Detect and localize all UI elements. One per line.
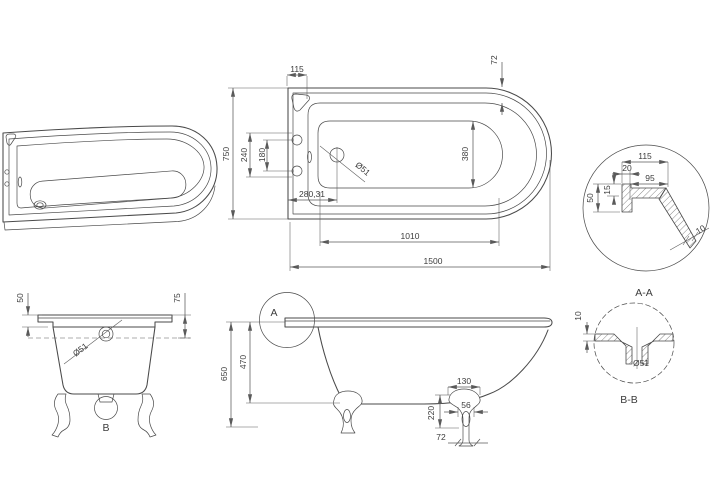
dim-drain-diameter: Ø51 (319, 145, 372, 183)
section-a-label: A-A (635, 287, 653, 299)
tub-rim-outer (2, 125, 218, 223)
end-foot-left (51, 393, 71, 438)
side-foot-front (333, 390, 363, 434)
dim-label-470: 470 (238, 355, 248, 369)
dim-a-50: 50 (585, 183, 620, 213)
dim-label-side-72: 72 (436, 432, 446, 442)
drain-hole-outer (33, 200, 47, 210)
dim-380: 380 (460, 121, 476, 188)
dim-label-130: 130 (457, 376, 471, 386)
side-body (317, 326, 549, 405)
tap-hole-2 (4, 181, 10, 187)
drain-section-left (594, 333, 633, 365)
dim-750: 750 (221, 87, 288, 220)
plan-view: 115 72 750 240 180 Ø51 (221, 55, 552, 271)
section-b-detail: 10 Ø51 B-B (573, 302, 675, 406)
end-elevation-view: Ø51 B 50 75 (15, 293, 191, 438)
side-rim (284, 317, 553, 328)
corner-ledge (5, 133, 17, 146)
dim-label-56: 56 (461, 400, 471, 410)
dim-label-1010: 1010 (401, 231, 420, 241)
drain-section-right (641, 333, 674, 365)
detail-marker-a-circle (259, 292, 315, 348)
detail-marker-a-label: A (270, 307, 277, 319)
detail-marker-b-label: B (102, 422, 109, 434)
dim-label-end-dia: Ø51 (71, 341, 90, 359)
dim-1500: 1500 (289, 160, 551, 271)
dim-label-115: 115 (290, 64, 304, 74)
dim-label-1500: 1500 (424, 256, 443, 266)
dim-a-15: 15 (602, 175, 621, 205)
dim-end-50: 50 (15, 293, 48, 337)
dim-label-280: 280,31 (299, 189, 325, 199)
foot-rear-hole (461, 411, 471, 427)
dim-end-75: 75 (171, 293, 191, 339)
plan-rim-inner (292, 92, 547, 215)
detail-marker-b-circle (94, 396, 118, 420)
overflow-hole (17, 176, 23, 188)
plan-overflow (307, 151, 312, 163)
section-a-detail: 115 20 95 15 50 (582, 144, 710, 299)
plan-basin-opening (307, 102, 537, 207)
dim-label-380: 380 (460, 147, 470, 161)
dim-label-180: 180 (257, 148, 267, 162)
plan-corner-ledge (291, 93, 310, 112)
end-rim-deck (37, 314, 173, 328)
dim-side-130: 130 (447, 376, 481, 395)
dim-72: 72 (489, 55, 505, 115)
section-b-label: B-B (620, 394, 638, 406)
dim-side-470: 470 (238, 322, 340, 404)
end-foot-right (137, 393, 157, 438)
end-body (52, 326, 156, 395)
detail-circle-a (582, 144, 710, 272)
dim-a-115: 115 (621, 151, 669, 187)
dim-a-95: 95 (629, 171, 668, 200)
dim-label-end-75: 75 (172, 293, 182, 303)
dim-side-650: 650 (219, 321, 285, 428)
dim-label-72: 72 (489, 55, 499, 65)
side-foot-rear (448, 388, 481, 447)
tub-basin-floor (29, 170, 187, 209)
overflow-leader (63, 319, 123, 365)
dim-side-56: 56 (444, 400, 488, 417)
dim-240: 240 (239, 132, 292, 178)
dim-180: 180 (257, 139, 294, 172)
dim-label-a10: 10 (694, 223, 707, 237)
tap-hole-1 (4, 169, 10, 175)
dim-1010: 1010 (319, 192, 500, 246)
dim-label-b-dia: Ø51 (633, 358, 649, 368)
dim-label-a15: 15 (602, 185, 612, 195)
detail-circle-b-dashed (593, 302, 675, 384)
isometric-view (2, 125, 218, 231)
foot-front-hole (343, 409, 351, 423)
dim-label-end-50: 50 (15, 293, 25, 303)
rim-profile-wall (658, 187, 697, 249)
dim-280-31: 280,31 (288, 147, 338, 203)
dim-label-750: 750 (221, 147, 231, 161)
side-elevation-view: A 650 470 130 56 220 (219, 292, 553, 447)
drain-hole-inner (36, 202, 44, 208)
plan-rim-outer (287, 87, 552, 220)
dim-label-240: 240 (239, 148, 249, 162)
drain-stub (97, 393, 115, 403)
dim-label-a115: 115 (638, 151, 652, 161)
dim-115: 115 (286, 64, 308, 99)
tub-rim-inner (8, 131, 212, 216)
dim-side-220: 220 (426, 394, 459, 429)
plan-basin-floor (317, 120, 503, 189)
dim-label-a50: 50 (585, 193, 595, 203)
dim-a-20: 20 (612, 163, 640, 177)
dim-label-b10: 10 (573, 311, 583, 321)
tub-basin-opening (16, 138, 205, 209)
dim-label-a20: 20 (622, 163, 632, 173)
tub-skirt (3, 185, 216, 231)
dim-label-a95: 95 (645, 173, 655, 183)
dim-side-72: 72 (436, 432, 488, 447)
end-overflow-outer (98, 326, 114, 342)
dim-label-220: 220 (426, 406, 436, 420)
dim-label-650: 650 (219, 367, 229, 381)
end-overflow-inner (101, 329, 111, 339)
dim-b-10: 10 (573, 311, 600, 353)
